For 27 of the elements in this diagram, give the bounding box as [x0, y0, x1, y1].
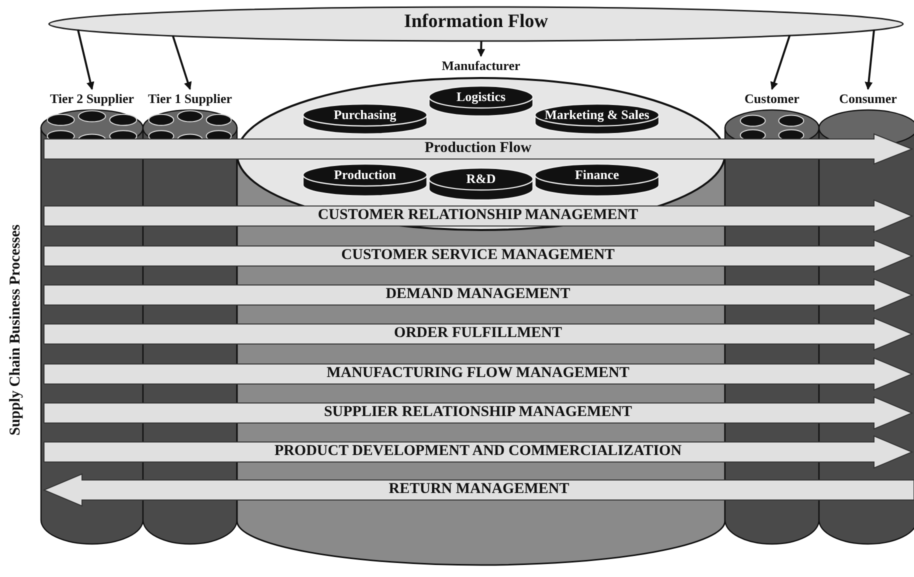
arrow — [477, 40, 486, 57]
arrow-label: CUSTOMER RELATIONSHIP MANAGEMENT — [316, 208, 640, 223]
cylinder-label: Consumer — [838, 91, 898, 106]
cylinder-label: Manufacturer — [440, 58, 522, 73]
cylinder-label: Tier 1 Supplier — [146, 91, 234, 106]
arrow-label: PRODUCT DEVELOPMENT AND COMMERCIALIZATION — [273, 444, 683, 459]
side-label: Supply Chain Business Processes — [8, 224, 24, 436]
arrow-label: Production Flow — [424, 141, 532, 156]
arrow-label: RETURN MANAGEMENT — [388, 482, 570, 497]
cylinder-label: Marketing & Sales — [544, 107, 650, 122]
cylinder-label: Tier 2 Supplier — [48, 91, 136, 106]
cylinder-label: R&D — [465, 171, 497, 186]
arrow-label: CUSTOMER SERVICE MANAGEMENT — [340, 248, 616, 263]
arrow — [864, 30, 876, 90]
cylinder-label: Customer — [744, 91, 800, 106]
arrow-label: SUPPLIER RELATIONSHIP MANAGEMENT — [322, 405, 634, 420]
ellipse-label: Information Flow — [402, 14, 550, 29]
cylinder-label: Logistics — [455, 89, 507, 104]
arrow-label: MANUFACTURING FLOW MANAGEMENT — [326, 366, 630, 381]
cylinder-label: Finance — [574, 167, 620, 182]
cylinder-label: Production — [333, 167, 397, 182]
arrow-label: DEMAND MANAGEMENT — [384, 287, 572, 302]
arrow — [172, 35, 192, 90]
arrow — [76, 29, 94, 90]
cylinder-label: Purchasing — [332, 107, 398, 122]
arrow-label: ORDER FULFILLMENT — [393, 326, 563, 341]
arrow — [770, 34, 791, 90]
